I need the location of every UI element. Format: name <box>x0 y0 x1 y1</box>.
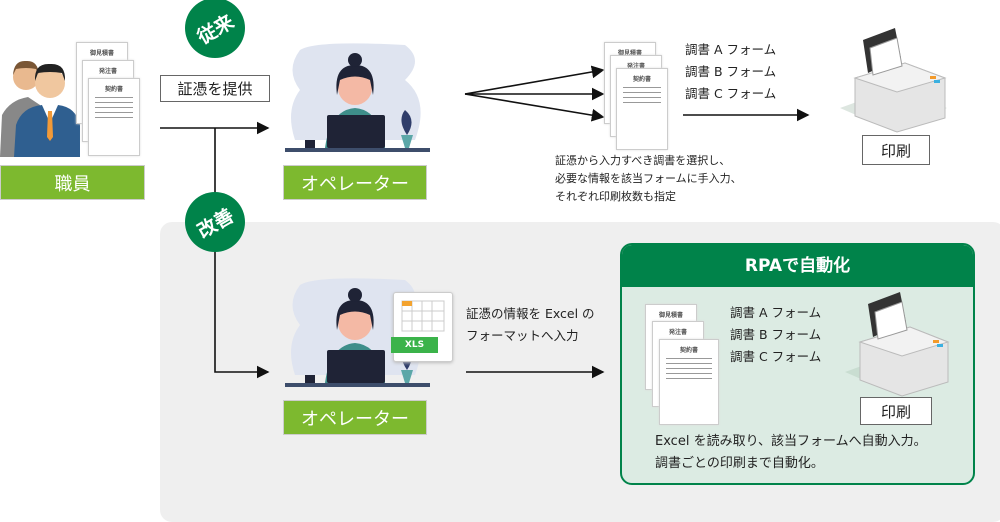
form-item: 調書 B フォーム <box>730 327 822 342</box>
caption-line: それぞれ印刷枚数も指定 <box>555 190 676 203</box>
caption-line: フォーマットへ入力 <box>466 328 579 343</box>
spreadsheet-grid-icon <box>401 300 445 332</box>
staff-label: 職員 <box>0 165 145 200</box>
caption-line: Excel を読み取り、該当フォームへ自動入力。 <box>655 434 927 449</box>
form-item: 調書 C フォーム <box>730 349 822 364</box>
rpa-title: RPAで自動化 <box>622 245 973 287</box>
form-item: 調書 C フォーム <box>685 86 777 101</box>
form-item: 調書 A フォーム <box>730 305 822 320</box>
doc-title: 契約書 <box>104 86 123 93</box>
staff-illustration <box>0 60 80 157</box>
form-list: 調書 A フォーム 調書 B フォーム 調書 C フォーム <box>685 39 776 105</box>
after-badge: 改善 <box>185 192 245 252</box>
rpa-form-list: 調書 A フォーム 調書 B フォーム 調書 C フォーム <box>730 302 821 368</box>
doc-title: 契約書 <box>679 347 698 354</box>
doc-title: 御見積書 <box>89 50 114 57</box>
doc-title: 御見積書 <box>658 312 683 319</box>
caption-line: 証憑の情報を Excel の <box>466 306 595 321</box>
printer-icon <box>840 28 947 133</box>
doc-title: 御見積書 <box>617 50 642 57</box>
doc-title: 契約書 <box>632 76 651 83</box>
operator-label: オペレーター <box>283 165 427 200</box>
print-label: 印刷 <box>862 135 930 165</box>
caption-line: 調書ごとの印刷まで自動化。 <box>655 456 824 471</box>
caption-line: 必要な情報を該当フォームに手入力、 <box>555 172 742 185</box>
doc-title: 発注書 <box>98 68 117 75</box>
form-item: 調書 A フォーム <box>685 42 777 57</box>
after-badge-text: 改善 <box>193 204 238 243</box>
operator-label: オペレーター <box>283 400 427 435</box>
excel-caption: 証憑の情報を Excel の フォーマットへ入力 <box>466 303 595 347</box>
form-item: 調書 B フォーム <box>685 64 777 79</box>
caption-line: 証憑から入力すべき調書を選択し、 <box>555 154 731 167</box>
operator-illustration <box>285 43 430 152</box>
printer-icon <box>845 292 950 397</box>
before-badge-text: 従来 <box>193 10 238 49</box>
excel-file-card: XLS <box>391 292 453 362</box>
before-badge: 従来 <box>185 0 245 58</box>
rpa-caption: Excel を読み取り、該当フォームへ自動入力。 調書ごとの印刷まで自動化。 <box>655 431 927 475</box>
print-label: 印刷 <box>860 397 932 425</box>
operator-illustration <box>285 278 430 387</box>
manual-caption: 証憑から入力すべき調書を選択し、 必要な情報を該当フォームに手入力、 それぞれ印… <box>555 152 742 206</box>
xls-badge: XLS <box>391 337 438 353</box>
doc-title: 発注書 <box>626 63 645 70</box>
doc-title: 発注書 <box>668 329 687 336</box>
provide-label: 証憑を提供 <box>160 75 270 102</box>
